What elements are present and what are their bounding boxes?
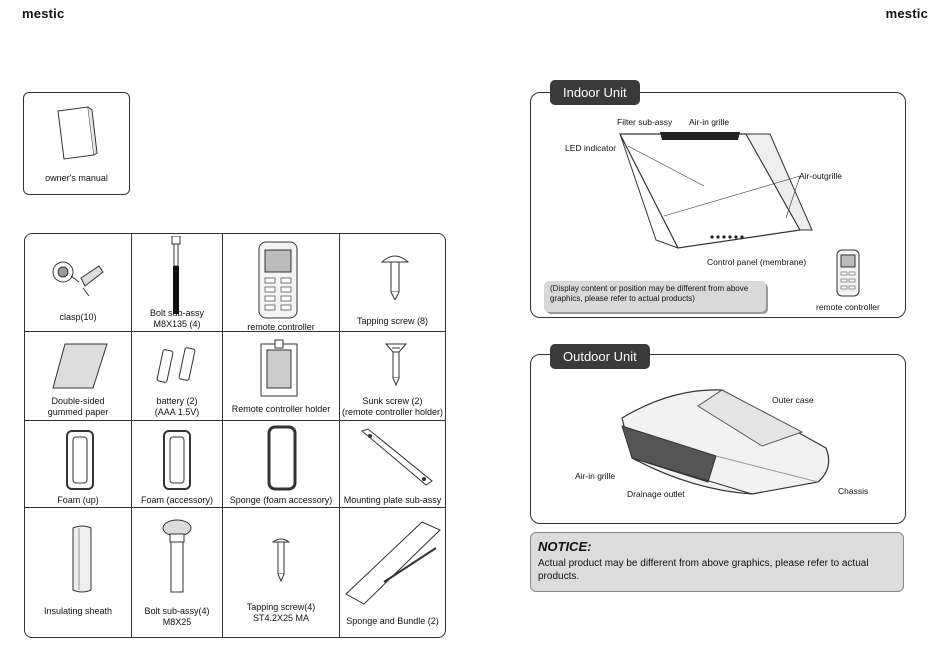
small-screw-icon	[271, 538, 291, 582]
mounting-plate-icon	[360, 428, 433, 486]
accessory-label: battery (2) (AAA 1.5V)	[154, 396, 200, 417]
accessory-label: clasp(10)	[59, 312, 97, 322]
accessory-cell-gummed-paper: Double-sided gummed paper	[25, 332, 132, 421]
notice-box: NOTICE: Actual product may be different …	[530, 532, 904, 592]
label-outdoor-air-in-grille: Air-in grille	[575, 471, 616, 481]
label-control-panel: Control panel (membrane)	[707, 257, 807, 267]
brand-logo-left: mestic	[22, 6, 65, 21]
outdoor-unit-illustration	[621, 389, 830, 495]
label-remote-controller: remote controller	[816, 302, 880, 312]
battery-icon	[156, 347, 196, 383]
accessory-label: Bolt sub-assy(4) M8X25	[144, 606, 210, 627]
accessory-cell-clasp: clasp(10)	[25, 234, 132, 332]
label-led-indicator: LED indicator	[565, 143, 617, 153]
accessory-cell-remote: remote controller	[223, 234, 340, 332]
outdoor-unit-panel	[530, 354, 906, 524]
accessory-cell-foam-accessory: Foam (accessory)	[132, 421, 223, 508]
remote-controller-icon	[258, 241, 298, 319]
label-chassis: Chassis	[838, 486, 869, 496]
label-drainage-outlet: Drainage outlet	[627, 489, 685, 499]
gummed-paper-icon	[52, 343, 108, 389]
foam-accessory-icon	[163, 430, 191, 490]
accessory-cell-remote-holder: Remote controller holder	[223, 332, 340, 421]
accessory-cell-tapping-screw: Tapping screw (8)	[340, 234, 445, 332]
brand-logo-right: mestic	[885, 6, 928, 21]
accessory-cell-insulating-sheath: Insulating sheath	[25, 508, 132, 637]
accessory-cell-bolt-long: Bolt sub-assy M8X135 (4)	[132, 234, 223, 332]
indoor-disclaimer: (Display content or position may be diff…	[544, 281, 766, 312]
accessory-label: Foam (up)	[57, 495, 99, 505]
accessory-label: Tapping screw(4) ST4.2X25 MA	[246, 602, 316, 623]
indoor-unit-panel	[530, 92, 906, 318]
sponge-icon	[267, 425, 297, 491]
accessory-label: remote controller	[247, 322, 315, 332]
accessory-cell-sponge-bundle: Sponge and Bundle (2)	[340, 508, 445, 637]
notice-body: Actual product may be different from abo…	[538, 558, 869, 582]
accessory-label: Double-sided gummed paper	[47, 396, 109, 417]
accessory-label: Insulating sheath	[43, 606, 113, 616]
accessory-label: Mounting plate sub-assy	[343, 495, 442, 505]
accessory-cell-foam-up: Foam (up)	[25, 421, 132, 508]
accessory-label: Tapping screw (8)	[356, 316, 429, 326]
accessory-label: Bolt sub-assy M8X135 (4)	[149, 308, 205, 329]
accessory-label: Sponge (foam accessory)	[229, 495, 333, 505]
insulating-sheath-icon	[72, 525, 92, 593]
accessory-cell-sunk-screw: Sunk screw (2) (remote controller holder…	[340, 332, 445, 421]
manual-book-icon	[57, 106, 98, 160]
accessory-cell-bolt-short: Bolt sub-assy(4) M8X25	[132, 508, 223, 637]
sponge-bundle-icon	[345, 521, 441, 605]
bolt-short-icon	[162, 519, 192, 593]
bolt-icon	[171, 236, 181, 314]
label-air-outgrille: Air-outgrille	[799, 171, 842, 181]
indoor-unit-illustration	[619, 132, 813, 249]
accessory-label: Sponge and Bundle (2)	[346, 616, 439, 626]
accessory-cell-tapping-screw-small: Tapping screw(4) ST4.2X25 MA	[223, 508, 340, 637]
accessory-label: Sunk screw (2) (remote controller holder…	[341, 396, 444, 417]
sunk-screw-icon	[384, 343, 408, 386]
outdoor-unit-title: Outdoor Unit	[550, 344, 650, 369]
accessories-table: clasp(10) Bolt sub-assy M8X135 (4) remot…	[24, 233, 446, 638]
accessory-cell-sponge: Sponge (foam accessory)	[223, 421, 340, 508]
owners-manual-box: owner's manual	[23, 92, 130, 195]
label-filter-sub-assy: Filter sub-assy	[617, 117, 673, 127]
remote-controller-small-icon	[836, 249, 860, 297]
foam-up-icon	[66, 430, 94, 490]
notice-title: NOTICE:	[538, 539, 592, 554]
label-indoor-air-in-grille: Air-in grille	[689, 117, 730, 127]
indoor-unit-title: Indoor Unit	[550, 80, 640, 105]
screw-icon	[380, 255, 410, 300]
accessory-cell-battery: battery (2) (AAA 1.5V)	[132, 332, 223, 421]
manual-caption: owner's manual	[45, 173, 108, 183]
clasp-icon	[52, 261, 104, 297]
accessory-label: Remote controller holder	[231, 404, 331, 414]
accessory-label: Foam (accessory)	[140, 495, 213, 505]
accessory-cell-mounting-plate: Mounting plate sub-assy	[340, 421, 445, 508]
remote-holder-icon	[260, 339, 298, 397]
label-outer-case: Outer case	[772, 395, 814, 405]
